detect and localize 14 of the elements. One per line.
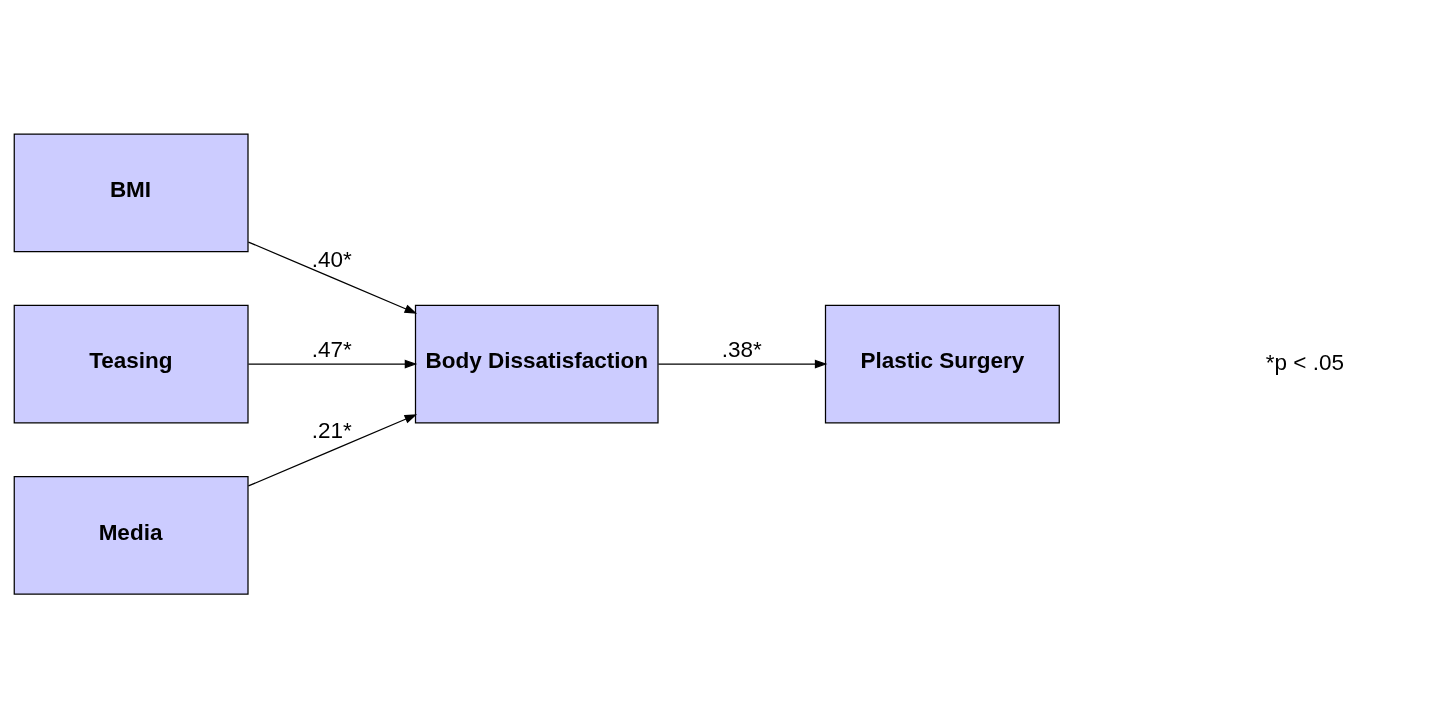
edge-label: .47* — [311, 336, 352, 362]
node-box: Body Dissatisfaction — [414, 304, 659, 423]
node-box: Plastic Surgery — [824, 304, 1060, 423]
edge-label: .38* — [721, 336, 762, 362]
edge-label: .40* — [311, 246, 352, 272]
arrow — [247, 240, 418, 314]
arrow — [657, 359, 828, 368]
node-box: BMI — [13, 132, 249, 252]
label: *p < .05 — [1265, 349, 1344, 374]
arrow — [247, 413, 418, 487]
node-box: Media — [13, 475, 249, 595]
arrow — [247, 359, 418, 368]
node-box: Teasing — [13, 304, 249, 423]
edge-label: .21* — [311, 417, 352, 443]
